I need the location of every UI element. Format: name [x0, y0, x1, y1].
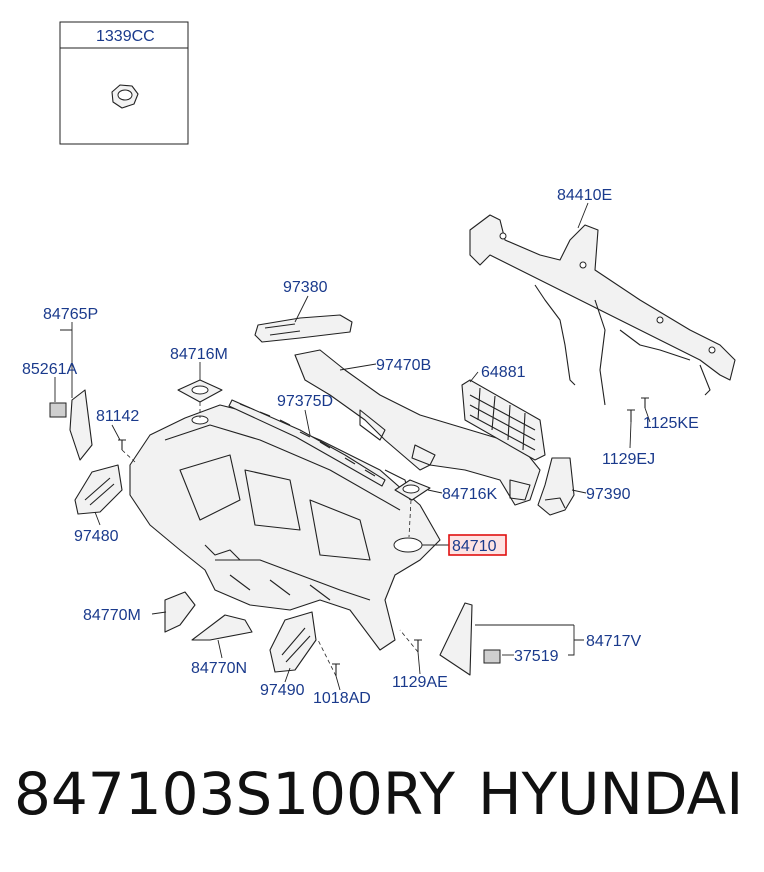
vent-97490 — [269, 611, 317, 673]
label-1129ae: 1129AE — [392, 674, 448, 691]
part-number-caption: 847103S100RY — [14, 760, 455, 828]
label-1339cc: 1339CC — [96, 28, 155, 45]
label-84765p: 84765P — [43, 306, 98, 323]
screw-1018ad — [332, 663, 340, 676]
label-97490: 97490 — [260, 682, 305, 699]
speaker-grille-84716k — [394, 479, 431, 501]
duct-97470b — [294, 349, 541, 506]
inset-box-1339cc: 1339CC — [59, 21, 189, 145]
duct-97390 — [537, 457, 575, 516]
label-84710: 84710 — [452, 538, 497, 555]
label-97390: 97390 — [586, 486, 631, 503]
bracket-84770m — [164, 591, 196, 633]
label-84770m: 84770M — [83, 607, 141, 624]
leader-lines — [54, 202, 651, 691]
pad-37519 — [483, 649, 501, 664]
label-97380: 97380 — [283, 279, 328, 296]
label-85261a: 85261A — [22, 361, 77, 378]
pad-85261a — [49, 402, 67, 418]
screw-1125ke — [641, 397, 649, 408]
defrost-strip-97375d — [228, 399, 386, 487]
footer-caption: 847103S100RY HYUNDAI — [0, 760, 764, 850]
label-97480: 97480 — [74, 528, 119, 545]
label-84770n: 84770N — [191, 660, 247, 677]
label-1129ej: 1129EJ — [602, 451, 655, 468]
speaker-grille-84716m — [177, 379, 223, 403]
screw-1129ej — [627, 409, 635, 422]
part-labels: 84410E 97380 84765P 85261A 81142 84716M … — [22, 187, 699, 707]
nut-icon — [111, 84, 139, 109]
duct-97380 — [254, 314, 353, 343]
parts-diagram: 1339CC — [22, 21, 736, 707]
label-64881: 64881 — [481, 364, 526, 381]
label-84716m: 84716M — [170, 346, 228, 363]
label-1125ke: 1125KE — [643, 415, 699, 432]
vent-97480 — [74, 464, 123, 515]
cover-84770n — [191, 614, 253, 641]
highlight-84710 — [448, 534, 507, 556]
cowl-crossbar-84410e — [469, 214, 736, 406]
label-97375d: 97375D — [277, 393, 333, 410]
side-cover-84717v — [439, 602, 473, 676]
screw-81142 — [118, 439, 126, 450]
cover-84765p — [69, 389, 93, 461]
label-1018ad: 1018AD — [313, 690, 371, 707]
label-84716k: 84716K — [442, 486, 497, 503]
label-81142: 81142 — [96, 408, 139, 425]
label-97470b: 97470B — [376, 357, 431, 374]
brand-caption: HYUNDAI — [478, 760, 744, 828]
panel-64881 — [461, 379, 546, 461]
label-84717v: 84717V — [586, 633, 641, 650]
screw-1129ae — [414, 639, 422, 652]
label-84410e: 84410E — [557, 187, 612, 204]
label-37519: 37519 — [514, 648, 559, 665]
